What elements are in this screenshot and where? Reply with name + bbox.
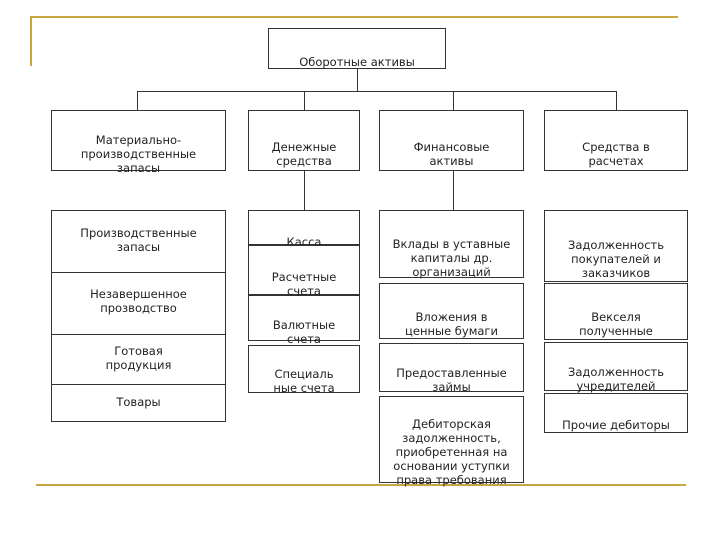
list-item: Расчетные счета bbox=[271, 270, 337, 298]
list-item: Готовая продукция bbox=[52, 334, 225, 384]
connector-to-category-2 bbox=[304, 91, 305, 110]
category-materials: Материально- производственные запасы bbox=[51, 110, 226, 175]
cash-item: Расчетные счета bbox=[248, 245, 360, 298]
root-node: Оборотные активы bbox=[268, 28, 446, 69]
list-item: Вложения в ценные бумаги bbox=[405, 310, 498, 338]
list-item: Производственные запасы bbox=[80, 226, 197, 254]
list-item: Дебиторская задолженность, приобретенная… bbox=[393, 417, 510, 487]
financial-item: Вложения в ценные бумаги bbox=[379, 283, 524, 339]
category-label: Средства в расчетах bbox=[582, 140, 650, 168]
list-item: Товары bbox=[52, 384, 225, 423]
bottom-accent-line bbox=[36, 484, 686, 486]
cash-item: Валютные счета bbox=[248, 295, 360, 346]
connector-col-3 bbox=[453, 171, 454, 211]
financial-item: Дебиторская задолженность, приобретенная… bbox=[379, 396, 524, 487]
top-accent-line bbox=[30, 16, 678, 18]
category-financial: Финансовые активы bbox=[379, 110, 524, 171]
receivables-item: Прочие дебиторы bbox=[544, 393, 688, 433]
receivables-item: Задолженность учредителей bbox=[544, 342, 688, 393]
receivables-item: Задолженность покупателей и заказчиков bbox=[544, 210, 688, 282]
category-label: Финансовые активы bbox=[413, 140, 490, 168]
left-accent-line bbox=[30, 16, 32, 66]
receivables-item: Векселя полученные bbox=[544, 283, 688, 340]
list-item: Задолженность учредителей bbox=[567, 365, 665, 393]
connector-to-category-1 bbox=[137, 91, 138, 110]
list-item: Вклады в уставные капиталы др. организац… bbox=[392, 237, 511, 279]
root-label: Оборотные активы bbox=[299, 55, 415, 69]
list-item: Специаль ные счета bbox=[273, 367, 335, 395]
connector-to-category-4 bbox=[616, 91, 617, 110]
category-label: Материально- производственные запасы bbox=[80, 133, 197, 175]
connector-col-2 bbox=[304, 171, 305, 211]
connector-to-category-3 bbox=[453, 91, 454, 110]
cash-item: Специаль ные счета bbox=[248, 345, 360, 395]
category-cash: Денежные средства bbox=[248, 110, 360, 171]
category-connector-horizontal bbox=[137, 91, 617, 92]
materials-items: Производственные запасы Незавершенное пр… bbox=[51, 210, 226, 422]
list-item: Предоставленные займы bbox=[396, 366, 507, 394]
financial-item: Предоставленные займы bbox=[379, 343, 524, 394]
list-item: Валютные счета bbox=[272, 318, 336, 346]
financial-item: Вклады в уставные капиталы др. организац… bbox=[379, 210, 524, 279]
list-item: Незавершенное прозводство bbox=[52, 272, 225, 334]
root-connector-vertical bbox=[357, 68, 358, 92]
list-item: Задолженность покупателей и заказчиков bbox=[567, 238, 665, 280]
list-item: Векселя полученные bbox=[579, 310, 653, 338]
cash-item: Касса bbox=[248, 210, 360, 249]
category-label: Денежные средства bbox=[271, 140, 337, 168]
category-receivables: Средства в расчетах bbox=[544, 110, 688, 171]
list-item: Прочие дебиторы bbox=[562, 418, 670, 432]
